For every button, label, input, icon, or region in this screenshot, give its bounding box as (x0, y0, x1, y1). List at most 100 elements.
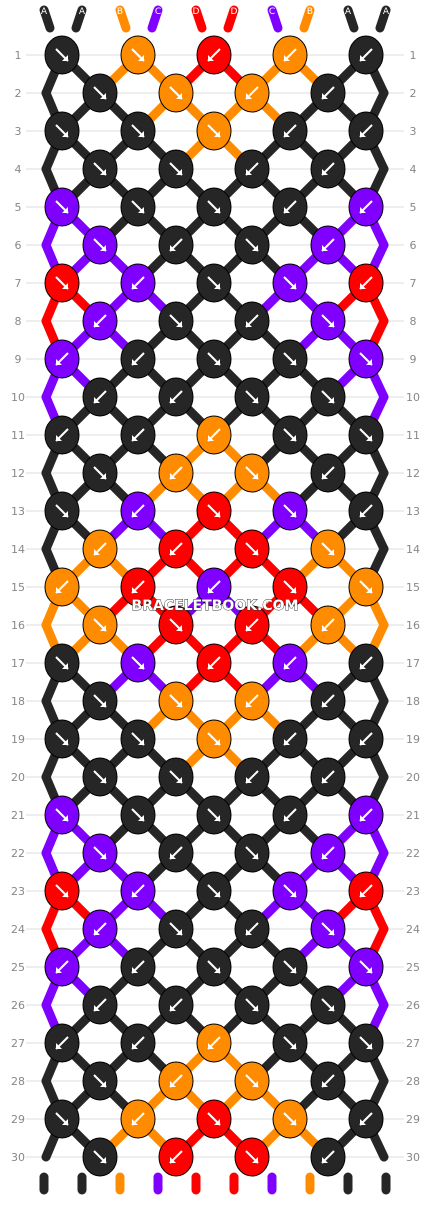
knot[interactable] (120, 567, 156, 607)
knot[interactable] (82, 1061, 118, 1101)
knot[interactable] (82, 301, 118, 341)
knot[interactable] (196, 567, 232, 607)
knot[interactable] (158, 377, 194, 417)
knot[interactable] (234, 605, 270, 645)
knot[interactable] (44, 947, 80, 987)
knot[interactable] (310, 757, 346, 797)
knot[interactable] (234, 985, 270, 1025)
knot[interactable] (310, 909, 346, 949)
knot[interactable] (120, 1023, 156, 1063)
knot[interactable] (158, 757, 194, 797)
knot[interactable] (348, 795, 384, 835)
knot[interactable] (196, 1099, 232, 1139)
knot[interactable] (158, 529, 194, 569)
knot[interactable] (82, 377, 118, 417)
knot[interactable] (82, 149, 118, 189)
knot[interactable] (234, 149, 270, 189)
knot[interactable] (158, 1061, 194, 1101)
knot[interactable] (234, 1061, 270, 1101)
knot[interactable] (310, 1137, 346, 1177)
knot[interactable] (82, 453, 118, 493)
knot[interactable] (348, 1023, 384, 1063)
knot[interactable] (82, 909, 118, 949)
knot[interactable] (196, 947, 232, 987)
knot[interactable] (120, 795, 156, 835)
knot[interactable] (234, 73, 270, 113)
knot[interactable] (348, 111, 384, 151)
knot[interactable] (272, 871, 308, 911)
knot[interactable] (82, 605, 118, 645)
knot[interactable] (44, 567, 80, 607)
knot[interactable] (234, 909, 270, 949)
knot[interactable] (234, 833, 270, 873)
knot[interactable] (348, 339, 384, 379)
knot[interactable] (234, 453, 270, 493)
knot[interactable] (272, 339, 308, 379)
knot[interactable] (348, 415, 384, 455)
knot[interactable] (120, 35, 156, 75)
knot[interactable] (82, 833, 118, 873)
knot[interactable] (120, 263, 156, 303)
knot[interactable] (196, 263, 232, 303)
knot[interactable] (44, 1099, 80, 1139)
knot[interactable] (196, 111, 232, 151)
knot[interactable] (272, 643, 308, 683)
knot[interactable] (120, 947, 156, 987)
knot[interactable] (44, 111, 80, 151)
knot[interactable] (348, 1099, 384, 1139)
knot[interactable] (158, 681, 194, 721)
knot[interactable] (310, 681, 346, 721)
knot[interactable] (196, 415, 232, 455)
knot[interactable] (272, 795, 308, 835)
knot[interactable] (348, 491, 384, 531)
knot[interactable] (196, 795, 232, 835)
knot[interactable] (82, 529, 118, 569)
knot[interactable] (310, 149, 346, 189)
knot[interactable] (310, 301, 346, 341)
knot[interactable] (348, 947, 384, 987)
knot[interactable] (158, 301, 194, 341)
knot[interactable] (120, 111, 156, 151)
knot[interactable] (234, 301, 270, 341)
knot[interactable] (158, 149, 194, 189)
knot[interactable] (272, 1023, 308, 1063)
knot[interactable] (348, 263, 384, 303)
knot[interactable] (158, 985, 194, 1025)
knot[interactable] (272, 1099, 308, 1139)
knot[interactable] (234, 757, 270, 797)
knot[interactable] (272, 491, 308, 531)
knot[interactable] (158, 909, 194, 949)
knot[interactable] (310, 453, 346, 493)
knot[interactable] (196, 643, 232, 683)
knot[interactable] (44, 491, 80, 531)
knot[interactable] (120, 643, 156, 683)
knot[interactable] (196, 871, 232, 911)
knot[interactable] (272, 567, 308, 607)
knot[interactable] (158, 73, 194, 113)
knot[interactable] (158, 453, 194, 493)
knot[interactable] (120, 415, 156, 455)
knot[interactable] (310, 377, 346, 417)
knot[interactable] (158, 833, 194, 873)
knot[interactable] (44, 35, 80, 75)
knot[interactable] (272, 415, 308, 455)
knot[interactable] (120, 491, 156, 531)
knot[interactable] (44, 871, 80, 911)
knot[interactable] (196, 35, 232, 75)
knot[interactable] (158, 225, 194, 265)
knot[interactable] (82, 225, 118, 265)
knot[interactable] (272, 263, 308, 303)
knot[interactable] (196, 491, 232, 531)
knot[interactable] (348, 643, 384, 683)
knot[interactable] (234, 1137, 270, 1177)
knot[interactable] (272, 947, 308, 987)
knot[interactable] (310, 225, 346, 265)
knot[interactable] (234, 377, 270, 417)
knot[interactable] (120, 339, 156, 379)
knot[interactable] (310, 73, 346, 113)
knot[interactable] (82, 757, 118, 797)
knot[interactable] (120, 1099, 156, 1139)
knot[interactable] (310, 529, 346, 569)
knot[interactable] (82, 73, 118, 113)
knot[interactable] (82, 1137, 118, 1177)
